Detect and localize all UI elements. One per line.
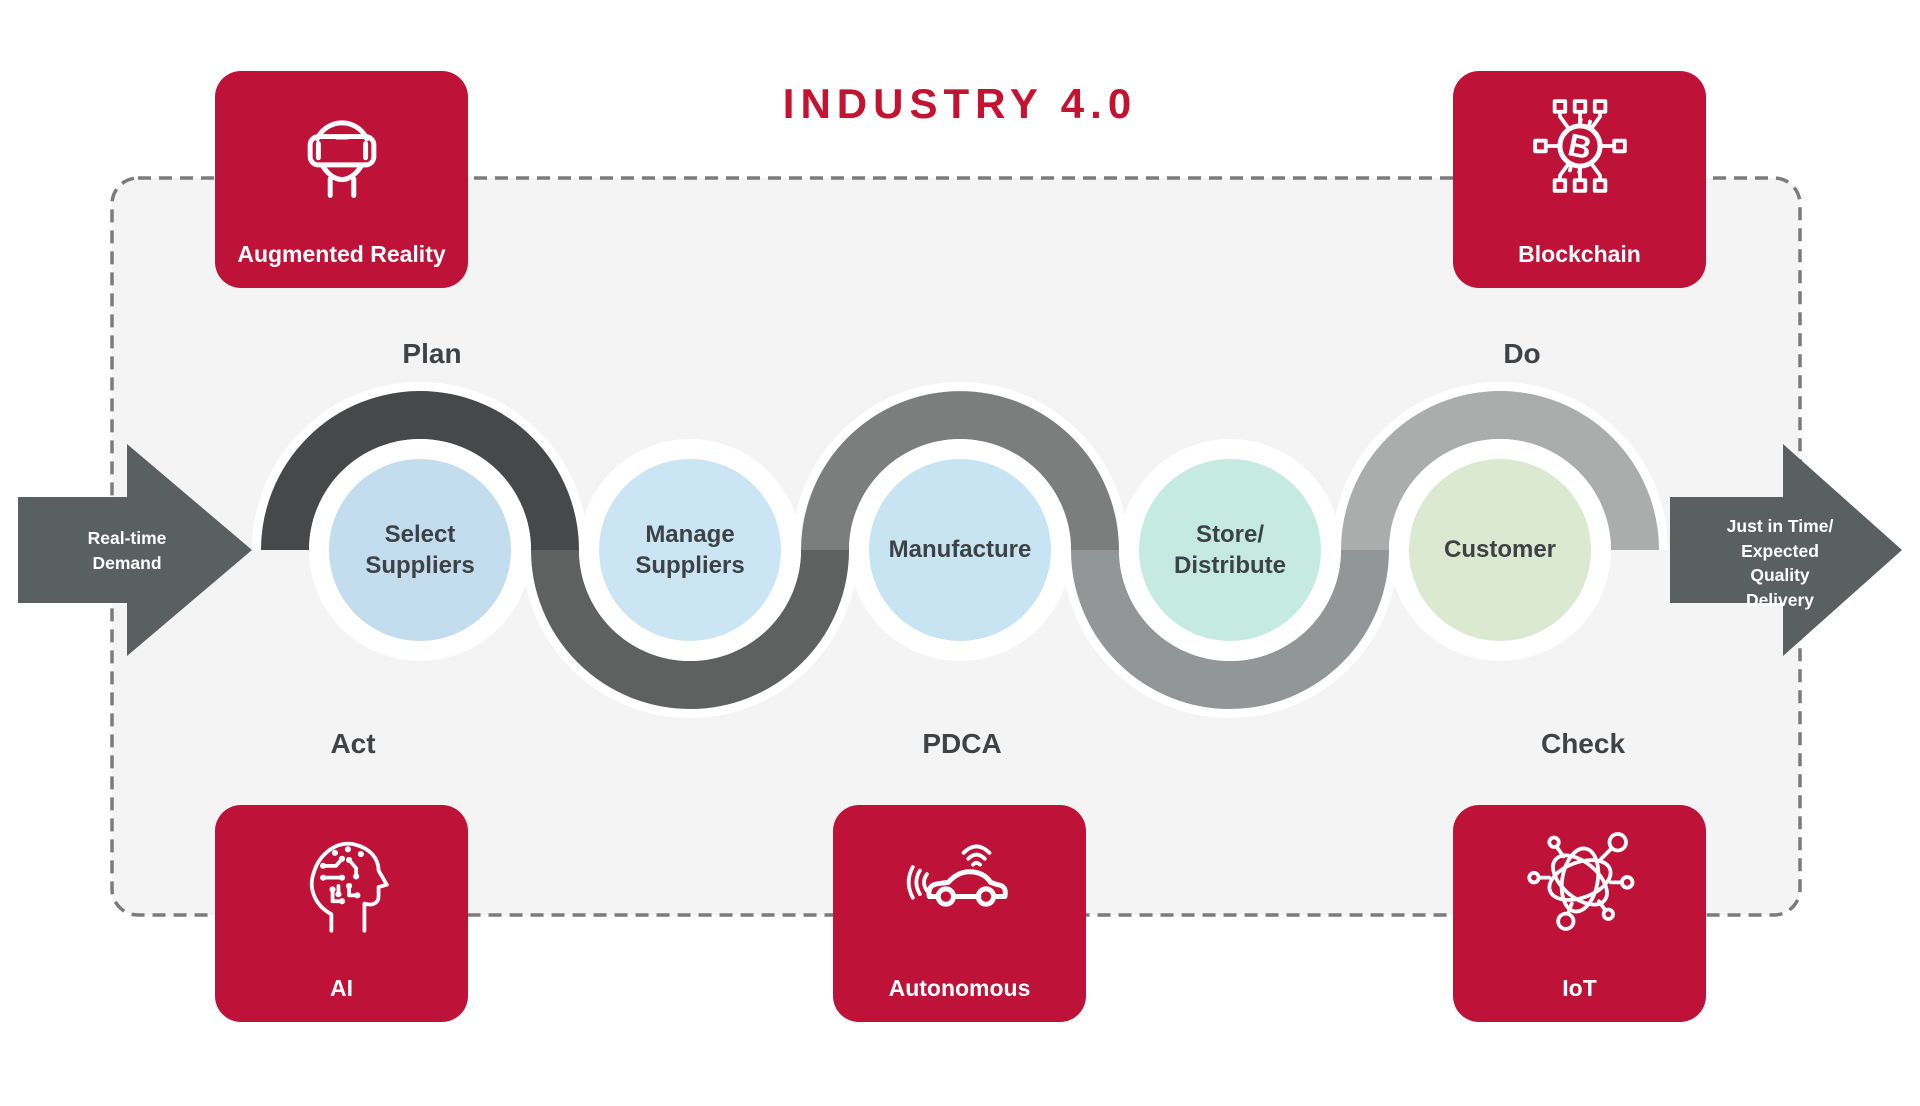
- snake-segment-2: [531, 549, 849, 709]
- connected-car-icon: [906, 844, 1008, 907]
- snake-segment-4: [1071, 549, 1389, 709]
- output-arrow-shape: [1670, 444, 1902, 656]
- card-label: IoT: [1562, 975, 1597, 1001]
- stage-circle-manage-suppliers: Manage Suppliers: [599, 459, 781, 641]
- stage-circle-manufacture: Manufacture: [869, 459, 1051, 641]
- bitcoin-network-icon: B: [1532, 99, 1627, 193]
- card-label: AI: [330, 975, 353, 1001]
- pdca-label-act: Act: [330, 728, 376, 759]
- circuit-head-icon: [309, 841, 389, 933]
- card-label: Augmented Reality: [237, 241, 446, 267]
- pdca-label-check: Check: [1540, 728, 1626, 759]
- input-arrow-shape: [18, 444, 252, 656]
- stage-circle-store-distribute: Store/ Distribute: [1139, 459, 1321, 641]
- card-ai: AI: [215, 805, 468, 1022]
- snake-segment-1: [261, 391, 579, 551]
- card-autonomous: Autonomous: [833, 805, 1086, 1022]
- card-label: Autonomous: [888, 975, 1031, 1001]
- vr-headset-icon: [307, 120, 376, 199]
- network-sphere-icon: [1526, 832, 1634, 931]
- snake-segment-3: [801, 391, 1119, 551]
- pdca-label-cycle: PDCA: [922, 728, 1002, 759]
- pdca-label-do: Do: [1503, 338, 1541, 369]
- stage-circle-select-suppliers: Select Suppliers: [329, 459, 511, 641]
- output-arrow-label: Just in Time/ Expected Quality Delivery: [1726, 516, 1834, 610]
- card-augmented-reality: Augmented Reality: [215, 71, 468, 288]
- card-iot: IoT: [1453, 805, 1706, 1022]
- input-arrow-label: Real-time Demand: [87, 528, 167, 573]
- card-label: Blockchain: [1518, 241, 1641, 267]
- card-blockchain: B Blockchain: [1453, 71, 1706, 288]
- pdca-label-plan: Plan: [402, 338, 462, 369]
- stage-circle-customer: Customer: [1409, 459, 1591, 641]
- page-title: INDUSTRY 4.0: [782, 80, 1138, 127]
- snake-segment-5: [1341, 391, 1659, 551]
